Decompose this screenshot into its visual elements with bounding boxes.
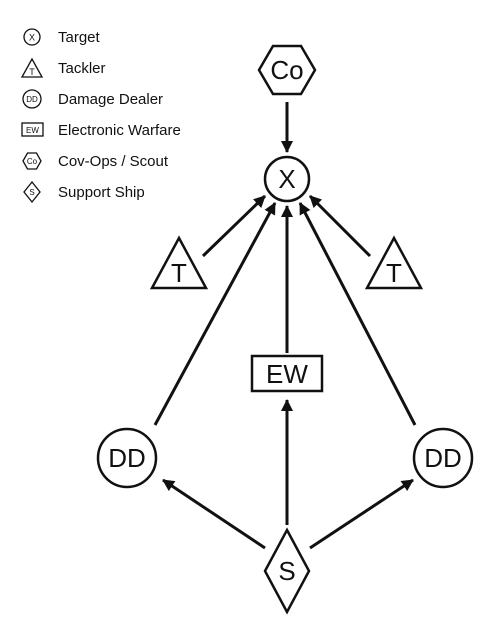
arrow-support-to-dd-right	[309, 478, 414, 550]
support-diamond-icon	[263, 527, 311, 615]
legend-support-ship-label: Support Ship	[58, 184, 145, 201]
legend-support-ship-icon	[23, 180, 41, 204]
node-scout: Co	[257, 44, 317, 96]
legend-target-icon	[23, 28, 41, 46]
legend-electronic-warfare-icon	[21, 122, 44, 137]
legend-target-label: Target	[58, 29, 101, 46]
legend-item-damage-dealer: DD Damage Dealer	[22, 89, 163, 109]
legend-cov-ops-icon	[22, 152, 42, 170]
arrow-dd-left-to-target	[153, 202, 277, 426]
nodes: Co X T T EW DD DD S	[96, 44, 474, 615]
arrow-tackler-left-to-target	[201, 194, 267, 258]
legend-cov-ops-symbol: Co	[27, 157, 38, 166]
legend-item-support-ship: S Support Ship	[23, 180, 145, 204]
legend-electronic-warfare-label: Electronic Warfare	[58, 122, 181, 139]
ewar-label: EW	[266, 359, 308, 389]
legend-item-target: X Target	[23, 28, 101, 46]
tackler-right-label: T	[386, 258, 402, 288]
tackler-left-label: T	[171, 258, 187, 288]
arrows	[153, 102, 417, 550]
dd-left-label: DD	[108, 443, 146, 473]
legend-damage-dealer-icon	[22, 89, 42, 109]
scout-label: Co	[270, 55, 303, 85]
legend-tackler-label: Tackler	[58, 60, 106, 77]
scout-hexagon-icon	[257, 44, 317, 96]
dd-right-circle-icon	[412, 427, 474, 489]
node-target: X	[263, 155, 311, 203]
legend-damage-dealer-symbol: DD	[26, 95, 38, 104]
node-tackler-left: T	[149, 235, 209, 290]
arrow-tackler-right-to-target	[308, 194, 372, 258]
legend-item-electronic-warfare: EW Electronic Warfare	[21, 122, 181, 139]
legend-tackler-icon	[20, 57, 44, 78]
target-circle-icon	[263, 155, 311, 203]
arrow-support-to-dd-left	[162, 478, 266, 550]
node-dd-right: DD	[412, 427, 474, 489]
legend-item-cov-ops-scout: Co Cov-Ops / Scout	[22, 152, 169, 170]
target-label: X	[278, 164, 295, 194]
ewar-rect-icon	[250, 354, 324, 393]
dd-left-circle-icon	[96, 427, 158, 489]
legend-cov-ops-label: Cov-Ops / Scout	[58, 153, 169, 170]
node-dd-left: DD	[96, 427, 158, 489]
arrow-dd-right-to-target	[298, 202, 417, 426]
legend-damage-dealer-label: Damage Dealer	[58, 91, 163, 108]
tackler-right-triangle-icon	[364, 235, 424, 290]
node-ewar: EW	[250, 354, 324, 393]
support-label: S	[278, 556, 295, 586]
legend-electronic-warfare-symbol: EW	[26, 126, 39, 135]
legend-target-symbol: X	[29, 33, 35, 43]
tackler-left-triangle-icon	[149, 235, 209, 290]
legend-tackler-symbol: T	[29, 67, 35, 77]
node-tackler-right: T	[364, 235, 424, 290]
legend-item-tackler: T Tackler	[20, 57, 106, 78]
dd-right-label: DD	[424, 443, 462, 473]
legend-support-ship-symbol: S	[29, 188, 34, 197]
legend: X Target T Tackler DD Damage Dealer EW E…	[20, 28, 181, 204]
node-support: S	[263, 527, 311, 615]
